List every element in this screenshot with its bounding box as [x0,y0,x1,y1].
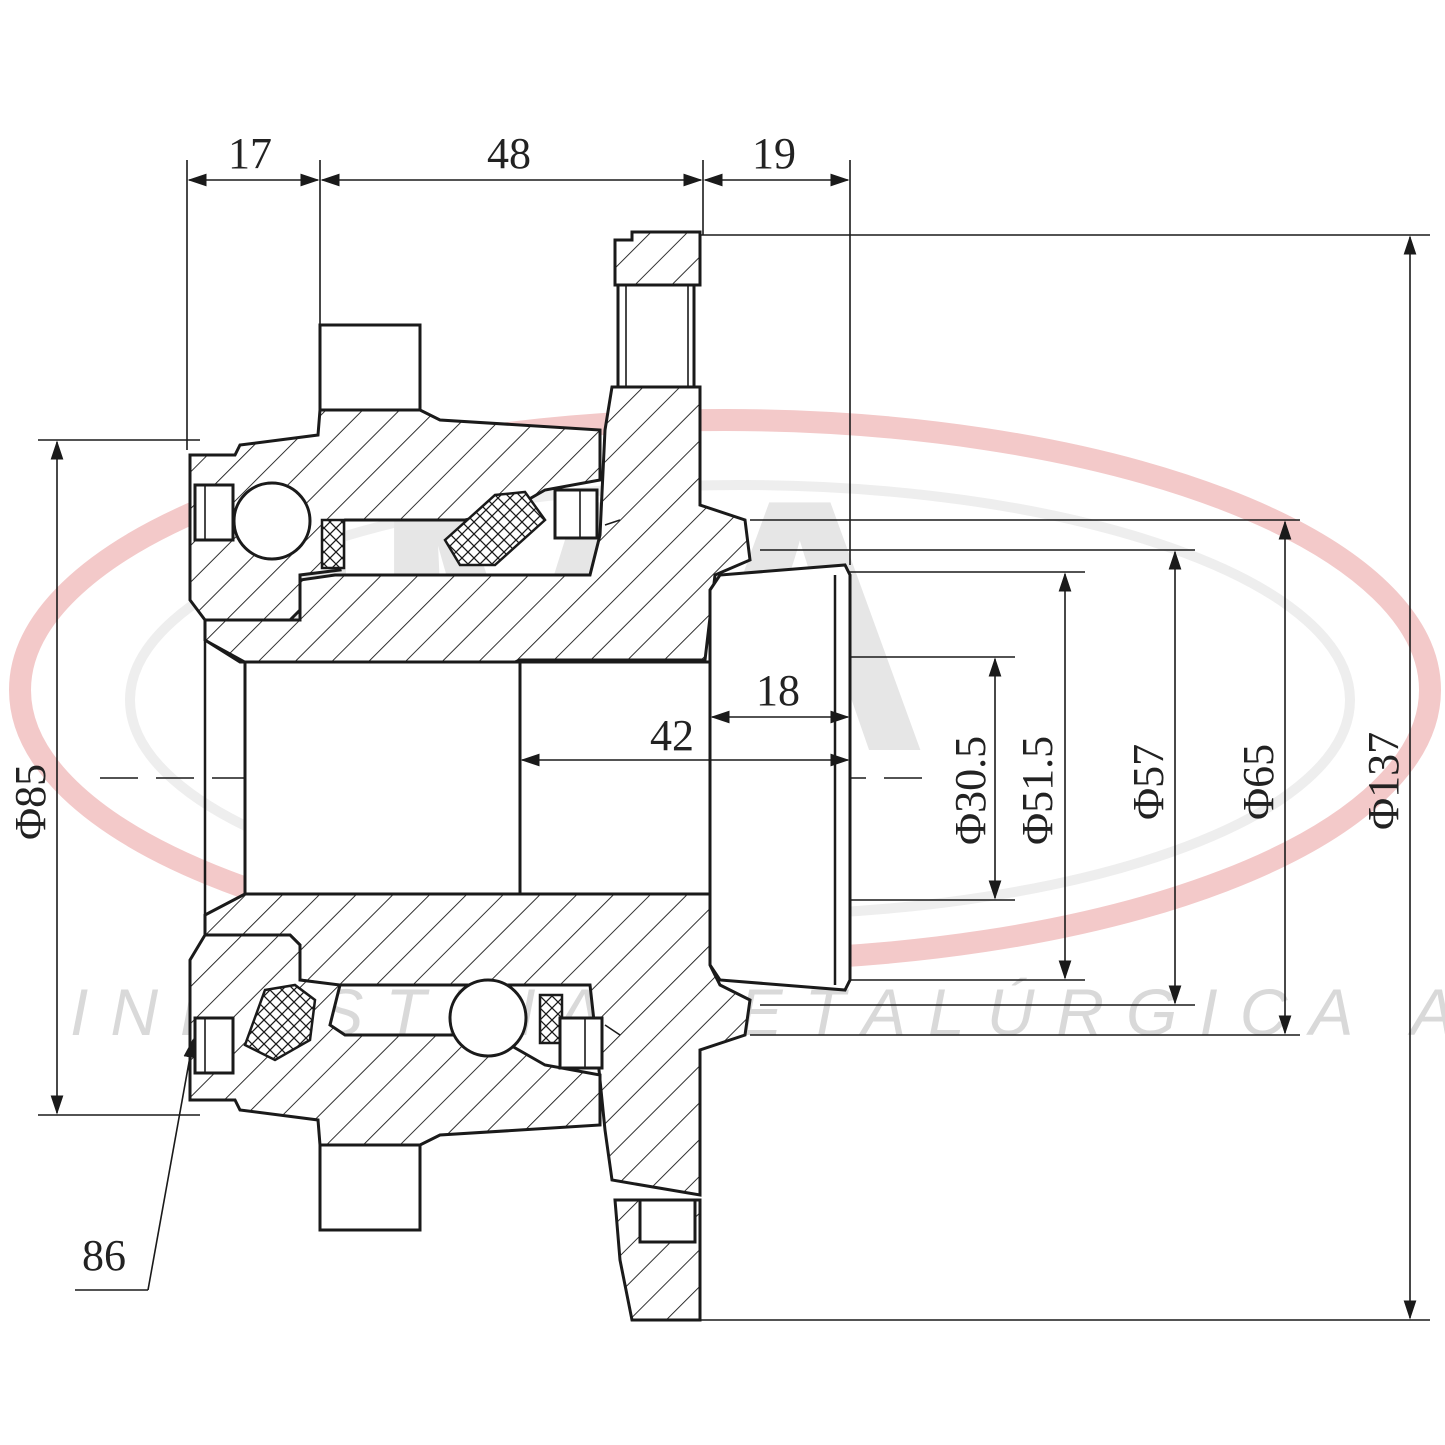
dim-18: 18 [756,666,800,715]
hub-bore [203,638,712,917]
outer-race-top [188,323,602,622]
dim-phi-85: Φ85 [6,764,55,840]
dim-phi-51-5: Φ51.5 [1013,736,1062,845]
dim-17: 17 [228,129,272,178]
bearing-top [193,481,599,570]
hub-flange-top [203,230,752,664]
vertical-dimensions [50,235,1417,1320]
dim-phi-30-5: Φ30.5 [946,736,995,845]
dim-19: 19 [752,129,796,178]
dim-phi-137: Φ137 [1359,732,1408,830]
dim-86: 86 [82,1231,126,1280]
roller-bottom-left [243,983,317,1062]
cage-top [320,518,346,570]
ball-bottom-right [448,978,528,1058]
dim-phi-57: Φ57 [1124,744,1173,820]
dim-48: 48 [487,129,531,178]
dim-42: 42 [650,711,694,760]
hub-pilot [708,563,852,992]
horizontal-dimensions [187,173,850,767]
bearing-bottom [193,978,604,1075]
ball-top-left [232,481,312,561]
dim-phi-65: Φ65 [1234,744,1283,820]
hub-flange-bottom [203,892,752,1322]
leader-86 [75,519,621,1291]
roller-top-right [443,490,547,567]
